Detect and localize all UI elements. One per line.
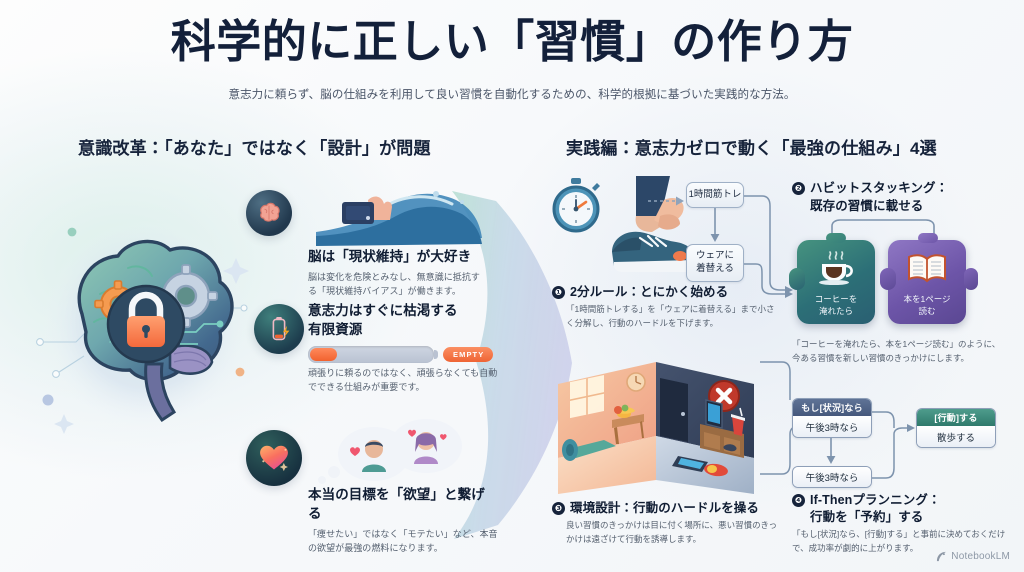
fruit-bowl-icon: [614, 404, 635, 418]
stacking-bracket-connector: [831, 219, 935, 242]
page-subtitle: 意志力に頼らず、脳の仕組みを利用して良い習慣を自動化するための、科学的根拠に基づ…: [228, 89, 796, 101]
section-heading-left: 意識改革：「あなた」ではなく「設計」が問題: [78, 139, 431, 158]
coffee-cup-icon: [819, 251, 853, 285]
flow-arrow-down-ifthen: [826, 438, 836, 464]
method-3-number: ❸: [552, 502, 565, 516]
battery-track: [308, 345, 438, 363]
method-4-title-line2-wrap: 行動を「予約」する: [810, 509, 1024, 526]
then-action-value: 散歩する: [917, 426, 995, 447]
open-book-icon: [908, 254, 946, 283]
puzzle-knob-left-b: [880, 268, 896, 290]
method-3-body: 良い習慣のきっかけは目に付く場所に、悪い習慣のきっかけは遠ざけて行動を誘導します…: [566, 520, 778, 544]
left-card-1-headline: 脳は「現状維持」が大好き: [308, 249, 472, 264]
left-card-desire: 本当の目標を「欲望」と繋げる 「痩せたい」ではなく「モテたい」など、本音の欲望が…: [308, 486, 498, 556]
battery-meter: EMPTY: [308, 345, 498, 363]
puzzle-knob-right-b: [964, 268, 978, 290]
flow-arrow-down-1: [710, 208, 720, 242]
habit-card-read-book[interactable]: 本を1ページ 読む: [888, 240, 966, 324]
heart-icon: [246, 430, 302, 486]
flow-node-workout-1hour[interactable]: 1時間筋トレ: [686, 182, 744, 208]
method-2-title-line2: 既存の習慣に載せる: [810, 199, 924, 213]
transition-arrow-shape: [452, 191, 572, 539]
flow-connector-to-stacking: [744, 195, 793, 298]
lock-icon: [127, 291, 165, 347]
battery-status-badge: EMPTY: [443, 346, 494, 362]
then-action-caption: [行動]する: [917, 409, 995, 426]
habit-card-coffee[interactable]: コーヒーを 淹れたら: [797, 240, 875, 324]
puzzle-knob-top-b: [918, 233, 938, 243]
left-card-2-headline-line2: 有限資源: [308, 321, 363, 337]
left-card-status-quo: 脳は「現状維持」が大好き 脳は変化を危険とみなし、無意識に抵抗する「現状維持バイ…: [308, 248, 488, 299]
method-1-title: ❶ 2分ルール：とにかく始める: [552, 284, 782, 301]
if-condition-box[interactable]: もし[状況]なら 午後3時なら: [792, 398, 872, 438]
section-heading-right: 実践編：意志力ゼロで動く「最強の仕組み」4選: [566, 139, 937, 158]
method-3-title: ❸ 環境設計：行動のハードルを操る: [552, 500, 788, 517]
notebooklm-logo-icon: [937, 551, 947, 562]
method-4-title: ❹ If-Thenプランニング：: [792, 492, 1018, 509]
method-1-number: ❶: [552, 286, 565, 300]
if-condition-alt-value: 午後3時なら: [793, 467, 871, 487]
if-condition-value: 午後3時なら: [793, 416, 871, 437]
method-1-title-text: 2分ルール：とにかく始める: [570, 285, 729, 299]
dotted-connector-icon: [648, 196, 684, 206]
method-1-body: 「1時間筋トレする」を「ウェアに着替える」まで小さく分解し、行動のハードルを下げ…: [566, 304, 775, 328]
brain-icon: [246, 190, 292, 236]
then-action-box[interactable]: [行動]する 散歩する: [916, 408, 996, 448]
desire-thought-bubbles-icon: [318, 419, 462, 484]
left-card-2-headline-line1: 意志力はすぐに枯渇する: [308, 303, 458, 318]
flow-connector-ifthen: [872, 411, 915, 479]
notebooklm-watermark-label: NotebookLM: [951, 551, 1010, 562]
wave-resistance-icon: [316, 191, 482, 246]
brain-hero-illustration: [36, 220, 250, 434]
method-4-number: ❹: [792, 494, 805, 508]
page-title: 科学的に正しい「習慣」の作り方: [170, 16, 854, 67]
hand-pushing-icon: [342, 196, 392, 224]
method-4-title-line1: If-Thenプランニング：: [810, 493, 941, 507]
left-card-3-body: 「痩せたい」ではなく「モテたい」など、本音の欲望が最強の燃料になります。: [308, 528, 498, 553]
method-2-title-line1: ハビットスタッキング：: [810, 181, 949, 195]
method-4-body: 「もし[状況]なら、[行動]する」と事前に決めておくだけで、成功率が劇的に上がり…: [792, 529, 1006, 553]
battery-fill: [310, 347, 337, 361]
flow-node-change-clothes[interactable]: ウェアに 着替える: [686, 244, 744, 282]
habit-card-read-book-line2: 読む: [918, 305, 936, 316]
flow-node-change-clothes-line2: 着替える: [696, 263, 734, 274]
habit-card-read-book-line1: 本を1ページ: [903, 294, 951, 305]
stopwatch-icon: [552, 178, 600, 233]
habit-card-coffee-line2: 淹れたら: [818, 305, 853, 316]
method-2-title-line2-wrap: 既存の習慣に載せる: [810, 198, 1024, 215]
isometric-room-illustration: [558, 362, 754, 494]
method-2-body: 「コーヒーを淹れたら、本を1ページ読む」のように、今ある習慣を新しい習慣のきっか…: [792, 339, 1001, 363]
snack-icon: [704, 463, 728, 477]
phone-icon: [705, 399, 723, 429]
method-2-title: ❷ ハビットスタッキング：: [792, 180, 1012, 197]
tying-shoe-icon: [612, 176, 694, 272]
method-4-title-line2: 行動を「予約」する: [810, 510, 924, 524]
left-card-willpower: 意志力はすぐに枯渇する 有限資源 EMPTY 頑張りに頼るのではなく、頑張らなく…: [308, 302, 498, 395]
method-3-title-text: 環境設計：行動のハードルを操る: [570, 501, 760, 515]
left-card-1-body: 脳は変化を危険とみなし、無意識に抵抗する「現状維持バイアス」が働きます。: [308, 271, 480, 296]
puzzle-knob-top-a: [826, 233, 846, 243]
if-condition-alt-box[interactable]: 午後3時なら: [792, 466, 872, 488]
left-card-2-body: 頑張りに頼るのではなく、頑張らなくても自動でできる仕組みが重要です。: [308, 367, 498, 392]
puzzle-knob-left-a: [789, 268, 805, 290]
if-condition-caption: もし[状況]なら: [793, 399, 871, 416]
battery-icon: [254, 304, 304, 354]
left-card-3-headline: 本当の目標を「欲望」と繋げる: [308, 487, 485, 521]
flow-node-change-clothes-line1: ウェアに: [695, 250, 734, 262]
notebooklm-watermark: NotebookLM: [936, 551, 1010, 562]
habit-card-coffee-line1: コーヒーを: [814, 294, 858, 305]
method-2-number: ❷: [792, 182, 805, 196]
